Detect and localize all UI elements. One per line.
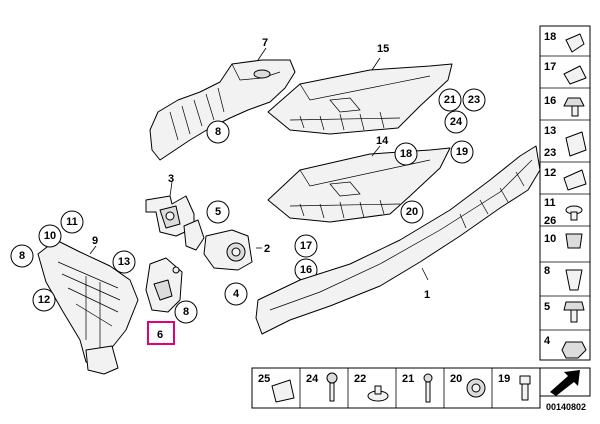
callout-10[interactable]: 10 (38, 224, 62, 248)
side-item-12[interactable]: 12 (544, 167, 587, 191)
side-item-11-26[interactable]: 11 26 (544, 197, 583, 227)
side-item-8[interactable]: 8 (544, 265, 583, 291)
side-item-13-23[interactable]: 13 23 (544, 125, 587, 159)
callout-20[interactable]: 20 (400, 200, 424, 224)
part-1-bumper-carrier[interactable] (255, 145, 541, 335)
svg-text:21: 21 (444, 94, 456, 106)
svg-text:16: 16 (300, 264, 312, 276)
bottom-item-22[interactable]: 22 (354, 373, 389, 402)
label-7: 7 (262, 37, 268, 49)
label-14: 14 (376, 135, 389, 147)
svg-text:19: 19 (498, 373, 510, 385)
label-15: 15 (377, 43, 389, 55)
part-9-side-bracket[interactable] (37, 239, 139, 375)
side-item-18[interactable]: 18 (544, 31, 585, 53)
svg-text:11: 11 (66, 216, 78, 228)
svg-text:13: 13 (118, 256, 130, 268)
svg-text:26: 26 (544, 215, 556, 227)
callout-8-mid[interactable]: 8 (174, 300, 198, 324)
callout-12[interactable]: 12 (32, 288, 56, 312)
callout-11[interactable]: 11 (60, 210, 84, 234)
bottom-item-21[interactable]: 21 (402, 373, 433, 403)
svg-text:8: 8 (215, 126, 221, 138)
svg-text:18: 18 (544, 31, 556, 43)
svg-text:17: 17 (300, 240, 312, 252)
label-9: 9 (92, 235, 98, 247)
part-7-bracket[interactable] (149, 59, 296, 161)
bottom-item-20[interactable]: 20 (450, 373, 486, 398)
part-15-upper-shield[interactable] (267, 63, 453, 135)
svg-text:4: 4 (544, 335, 551, 347)
svg-text:8: 8 (19, 250, 25, 262)
callout-16[interactable]: 16 (294, 258, 318, 282)
svg-text:16: 16 (544, 95, 556, 107)
svg-text:23: 23 (544, 147, 556, 159)
svg-text:18: 18 (400, 148, 412, 160)
svg-text:22: 22 (354, 373, 366, 385)
bottom-item-19[interactable]: 19 (498, 373, 531, 401)
svg-text:19: 19 (456, 146, 468, 158)
highlight-box (147, 321, 175, 345)
svg-text:23: 23 (468, 94, 480, 106)
callout-19[interactable]: 19 (450, 140, 474, 164)
callout-17[interactable]: 17 (294, 234, 318, 258)
label-3: 3 (168, 173, 174, 185)
label-1: 1 (424, 289, 430, 301)
part-small-connector[interactable] (183, 219, 205, 251)
bottom-item-25[interactable]: 25 (258, 373, 295, 403)
svg-text:4: 4 (233, 288, 240, 300)
bottom-hardware-panel (251, 367, 541, 409)
callout-8-top[interactable]: 8 (206, 120, 230, 144)
svg-text:11: 11 (544, 197, 556, 209)
callout-18[interactable]: 18 (394, 142, 418, 166)
label-6[interactable]: 6 (157, 329, 163, 341)
svg-text:10: 10 (544, 233, 556, 245)
svg-text:25: 25 (258, 373, 270, 385)
callout-8-left[interactable]: 8 (10, 244, 34, 268)
svg-text:5: 5 (544, 301, 550, 313)
label-2: 2 (264, 243, 270, 255)
callout-4[interactable]: 4 (224, 282, 248, 306)
svg-text:21: 21 (402, 373, 414, 385)
callout-13[interactable]: 13 (112, 250, 136, 274)
side-item-17[interactable]: 17 (544, 61, 587, 85)
side-item-10[interactable]: 10 (544, 233, 583, 249)
diagram-id: 00140802 (546, 402, 586, 412)
svg-text:17: 17 (544, 61, 556, 73)
svg-text:12: 12 (38, 294, 50, 306)
callout-5[interactable]: 5 (206, 200, 230, 224)
callout-24[interactable]: 24 (444, 110, 468, 134)
part-6-bracket[interactable] (145, 257, 183, 313)
svg-text:5: 5 (215, 206, 221, 218)
bottom-item-24[interactable]: 24 (306, 372, 338, 402)
callout-23[interactable]: 23 (462, 88, 486, 112)
svg-text:13: 13 (544, 125, 556, 137)
side-item-4[interactable]: 4 (544, 335, 587, 359)
svg-text:8: 8 (544, 265, 550, 277)
svg-text:24: 24 (306, 373, 319, 385)
svg-text:8: 8 (183, 306, 189, 318)
svg-text:24: 24 (450, 116, 463, 128)
bottom-arrow-icon[interactable] (539, 367, 591, 397)
part-14-lower-shield[interactable] (267, 147, 451, 223)
side-item-5[interactable]: 5 (544, 301, 585, 323)
svg-text:12: 12 (544, 167, 556, 179)
side-item-16[interactable]: 16 (544, 95, 585, 117)
svg-text:10: 10 (44, 230, 56, 242)
svg-text:20: 20 (406, 206, 418, 218)
part-2-bracket[interactable] (203, 229, 253, 271)
svg-text:20: 20 (450, 373, 462, 385)
callout-21[interactable]: 21 (438, 88, 462, 112)
